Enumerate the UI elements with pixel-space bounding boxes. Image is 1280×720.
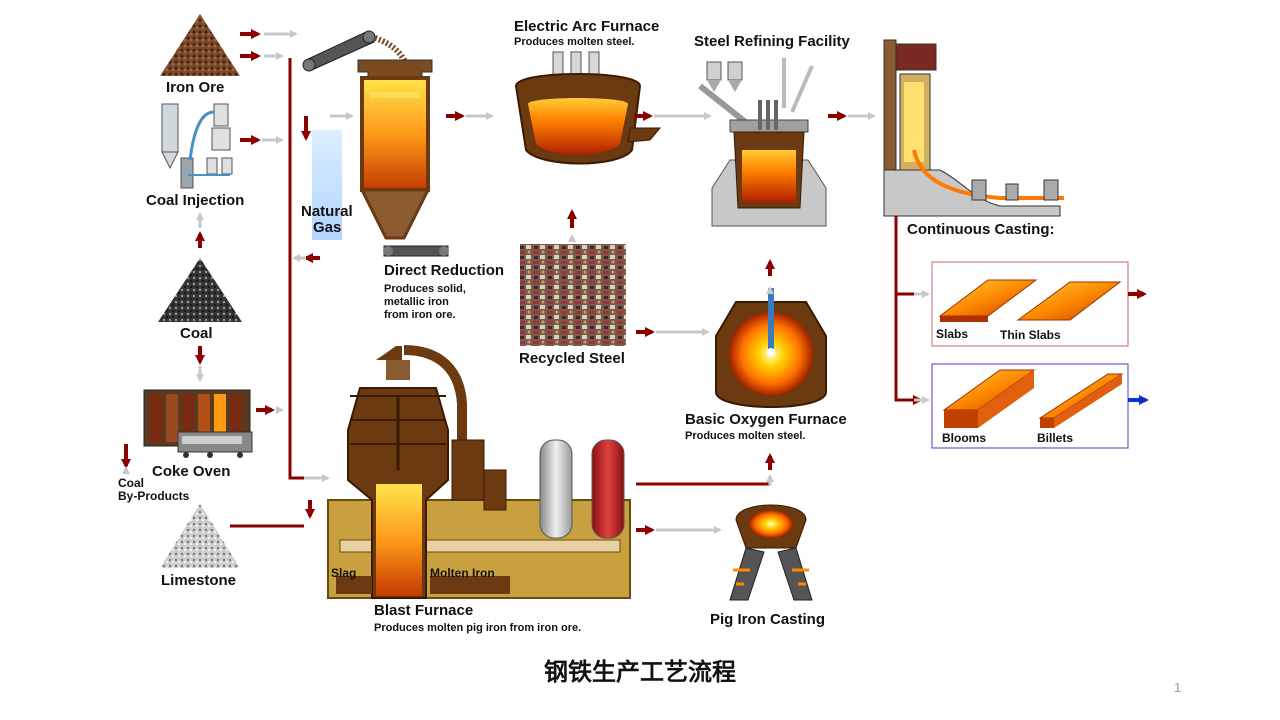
red-flow-arrows — [121, 29, 1147, 535]
label-basic-oxygen-furnace: Basic Oxygen Furnace — [685, 411, 847, 428]
label-thin-slabs: Thin Slabs — [1000, 328, 1061, 342]
label-continuous-casting: Continuous Casting: — [907, 221, 1055, 238]
label-natural-gas-1: Natural — [301, 203, 353, 220]
label-coal-byproducts-2: By-Products — [118, 489, 190, 503]
label-coal: Coal — [180, 325, 213, 342]
label-pig-iron-casting: Pig Iron Casting — [710, 611, 826, 628]
continuous-casting-machine — [883, 39, 1064, 217]
pig-iron-casting-machine — [729, 504, 813, 601]
label-bof-desc: Produces molten steel. — [685, 430, 806, 442]
label-iron-ore: Iron Ore — [166, 79, 225, 96]
steel-refining-facility — [698, 58, 827, 227]
label-recycled-steel: Recycled Steel — [519, 350, 625, 367]
label-coal-byproducts-1: Coal — [118, 476, 145, 490]
label-steel-refining-facility: Steel Refining Facility — [694, 33, 850, 50]
slab-product — [938, 279, 1038, 322]
label-coal-injection: Coal Injection — [146, 192, 245, 209]
label-direct-reduction-desc-2: metallic iron — [384, 296, 449, 308]
coal-injection-equipment — [161, 103, 233, 189]
label-natural-gas-2: Gas — [313, 219, 342, 236]
label-electric-arc-furnace: Electric Arc Furnace — [514, 18, 660, 35]
main-feed-line — [230, 58, 914, 528]
label-eaf-desc: Produces molten steel. — [514, 36, 635, 48]
label-billets: Billets — [1037, 431, 1074, 445]
label-direct-reduction: Direct Reduction — [384, 262, 505, 279]
label-direct-reduction-desc-1: Produces solid, — [384, 283, 466, 295]
label-direct-reduction-desc-3: from iron ore. — [384, 309, 456, 321]
iron-ore-pile — [160, 14, 240, 76]
grey-flow-arrows — [122, 30, 930, 534]
natural-gas-stream — [312, 130, 342, 240]
bloom-product — [942, 369, 1036, 428]
label-slag: Slag — [331, 566, 357, 580]
electric-arc-furnace — [514, 51, 662, 165]
label-blast-furnace: Blast Furnace — [374, 602, 474, 619]
thin-slab-product — [1016, 281, 1122, 321]
basic-oxygen-furnace — [715, 288, 827, 408]
page-title: 钢铁生产工艺流程 — [544, 658, 736, 686]
label-limestone: Limestone — [161, 572, 237, 589]
recycled-steel-photo — [520, 244, 626, 346]
label-blooms: Blooms — [942, 431, 987, 445]
label-molten-iron: Molten Iron — [430, 566, 495, 580]
label-slabs: Slabs — [936, 327, 969, 341]
page-number: 1 — [1174, 680, 1182, 695]
blast-furnace-complex — [327, 345, 631, 599]
billet-product — [1038, 373, 1124, 428]
direct-reduction-shaft-furnace — [357, 59, 449, 257]
coal-pile — [158, 258, 242, 322]
label-blast-furnace-desc: Produces molten pig iron from iron ore. — [374, 622, 582, 634]
coke-oven — [143, 389, 253, 458]
label-coke-oven: Coke Oven — [152, 463, 231, 480]
limestone-pile — [160, 504, 240, 568]
